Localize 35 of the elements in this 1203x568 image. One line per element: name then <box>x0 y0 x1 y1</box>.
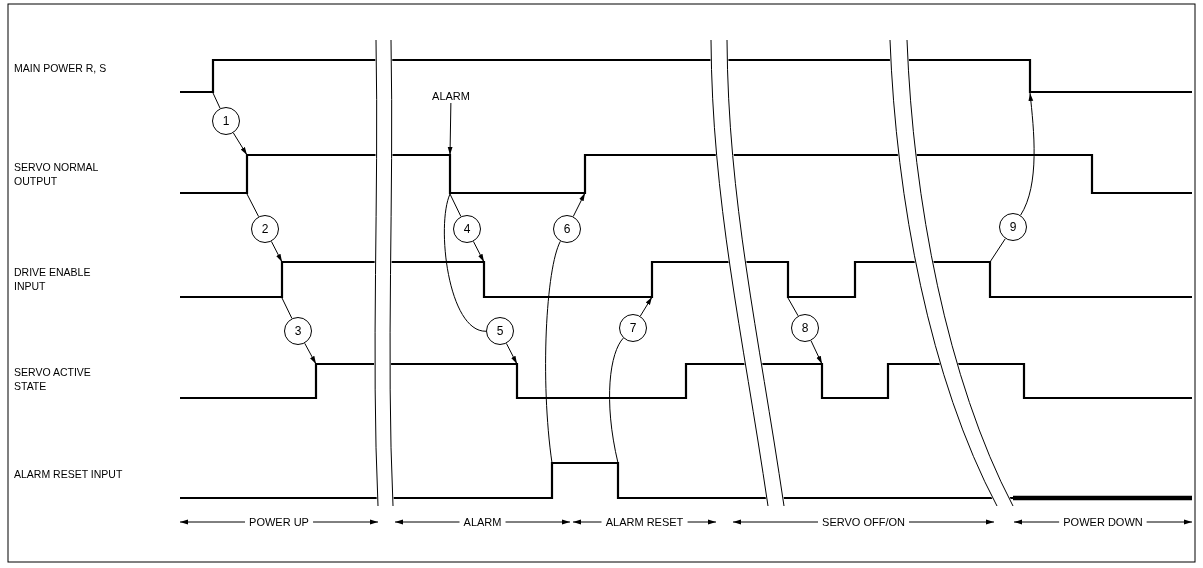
leader-line <box>609 337 624 464</box>
leader-line <box>989 238 1006 263</box>
callout-number: 3 <box>284 317 312 345</box>
leader-line <box>304 342 317 365</box>
leader-line <box>246 193 260 218</box>
callout-number: 9 <box>999 213 1027 241</box>
callout-number: 7 <box>619 314 647 342</box>
leader-line <box>472 240 485 263</box>
leader-line <box>281 297 293 319</box>
event-label: ALARM <box>427 89 475 103</box>
leader-line <box>545 240 561 464</box>
leader-line <box>447 102 453 156</box>
callout-number: 1 <box>212 107 240 135</box>
leader-line <box>232 132 248 156</box>
callout-number: 6 <box>553 215 581 243</box>
leader-line <box>639 296 653 317</box>
phase-label: POWER DOWN <box>1059 515 1147 529</box>
signal-name: ALARM RESET INPUT <box>14 467 124 481</box>
callout-number: 2 <box>251 215 279 243</box>
signal-name: DRIVE ENABLE INPUT <box>14 265 92 293</box>
leader-line <box>572 192 586 217</box>
leader-line <box>787 297 799 317</box>
leader-line <box>505 342 518 365</box>
leader-line <box>212 92 221 109</box>
leader-line <box>1020 92 1035 216</box>
callout-number: 8 <box>791 314 819 342</box>
callout-number: 4 <box>453 215 481 243</box>
leader-line <box>449 193 462 217</box>
leader-line <box>810 340 823 365</box>
signal-name: SERVO ACTIVE STATE <box>14 365 92 393</box>
signal-name: SERVO NORMAL OUTPUT <box>14 160 100 188</box>
callout-number: 5 <box>486 317 514 345</box>
leader-line <box>443 193 487 332</box>
leader-line <box>270 240 283 263</box>
signal-name: MAIN POWER R, S <box>14 61 108 75</box>
